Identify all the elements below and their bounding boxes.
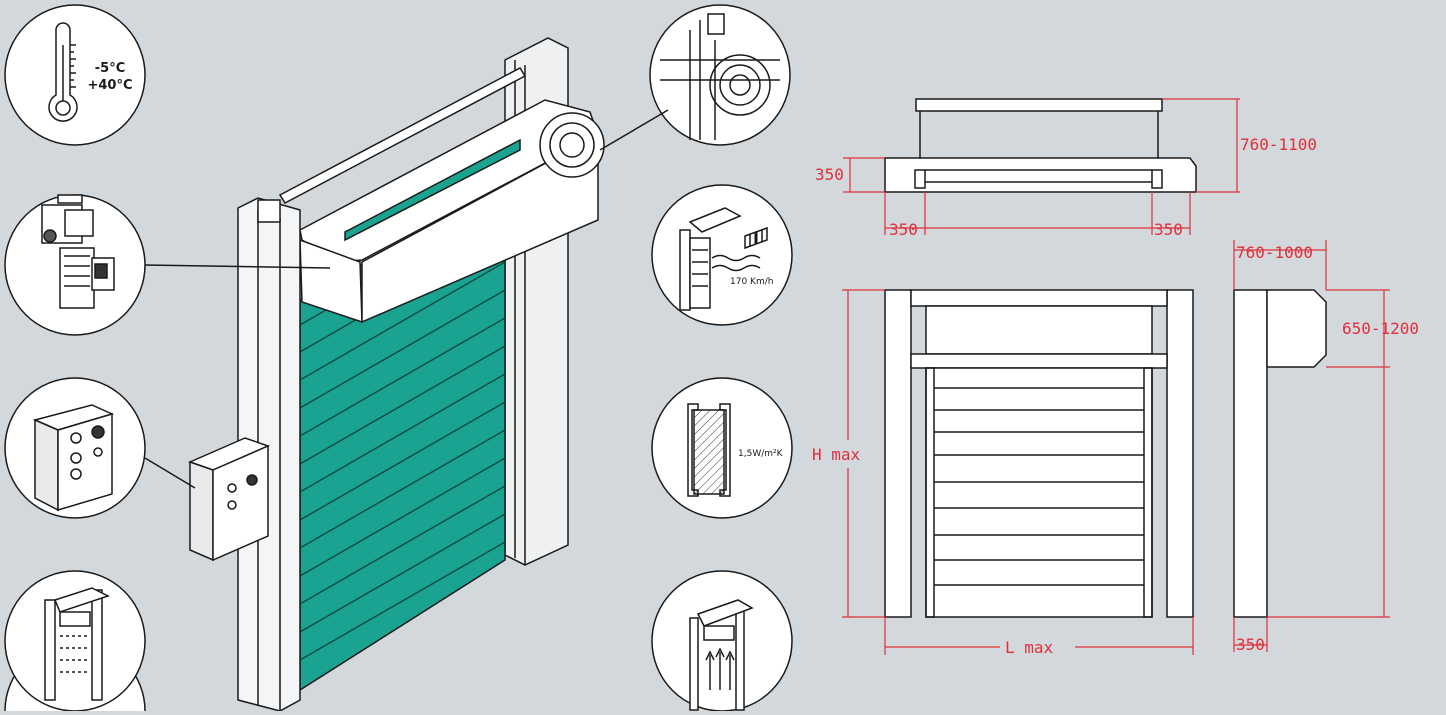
top-view-drawing bbox=[884, 98, 1197, 193]
dim-width-label: L max bbox=[1005, 638, 1054, 657]
dimension-lines bbox=[842, 98, 1390, 655]
dim-side-bottom: 350 bbox=[1236, 635, 1265, 654]
dim-top-right: 350 bbox=[1154, 220, 1183, 239]
dim-top-left: 350 bbox=[889, 220, 918, 239]
feature-roller-detail bbox=[649, 4, 791, 146]
dimension-labels: 760-1100 350 350 350 760-1000 650-1200 3… bbox=[812, 135, 1419, 657]
feature-control-panel bbox=[4, 377, 146, 519]
isometric-door bbox=[144, 37, 669, 712]
door-up-icon bbox=[689, 599, 754, 711]
feature-manual-door bbox=[4, 570, 146, 712]
roller-spiral-icon bbox=[660, 13, 780, 140]
dim-height-label: H max bbox=[812, 445, 861, 464]
gear-motor-icon bbox=[41, 194, 115, 309]
door-down-icon bbox=[44, 587, 110, 701]
side-view-drawing bbox=[1233, 289, 1327, 618]
feature-insulation: 1,5W/m²K bbox=[651, 377, 793, 519]
thermometer-icon bbox=[48, 22, 78, 122]
windsock-icon bbox=[679, 207, 768, 311]
front-view-drawing bbox=[884, 289, 1194, 618]
dim-side-height: 650-1200 bbox=[1342, 319, 1419, 338]
insulation-value: 1,5W/m²K bbox=[738, 449, 784, 459]
feature-motor bbox=[4, 194, 146, 336]
wind-speed: 170 Km/h bbox=[730, 277, 773, 287]
temperature-max: +40°C bbox=[87, 78, 132, 93]
feature-opening bbox=[651, 570, 793, 712]
dim-top-depth: 760-1100 bbox=[1240, 135, 1317, 154]
panel-section-icon bbox=[687, 403, 731, 497]
temperature-min: -5°C bbox=[95, 61, 125, 76]
dim-side-width: 760-1000 bbox=[1236, 243, 1313, 262]
control-box-icon bbox=[32, 404, 115, 512]
feature-temperature: -5°C +40°C bbox=[4, 4, 146, 146]
dim-top-side: 350 bbox=[815, 165, 844, 184]
feature-wind: 170 Km/h bbox=[651, 184, 793, 326]
